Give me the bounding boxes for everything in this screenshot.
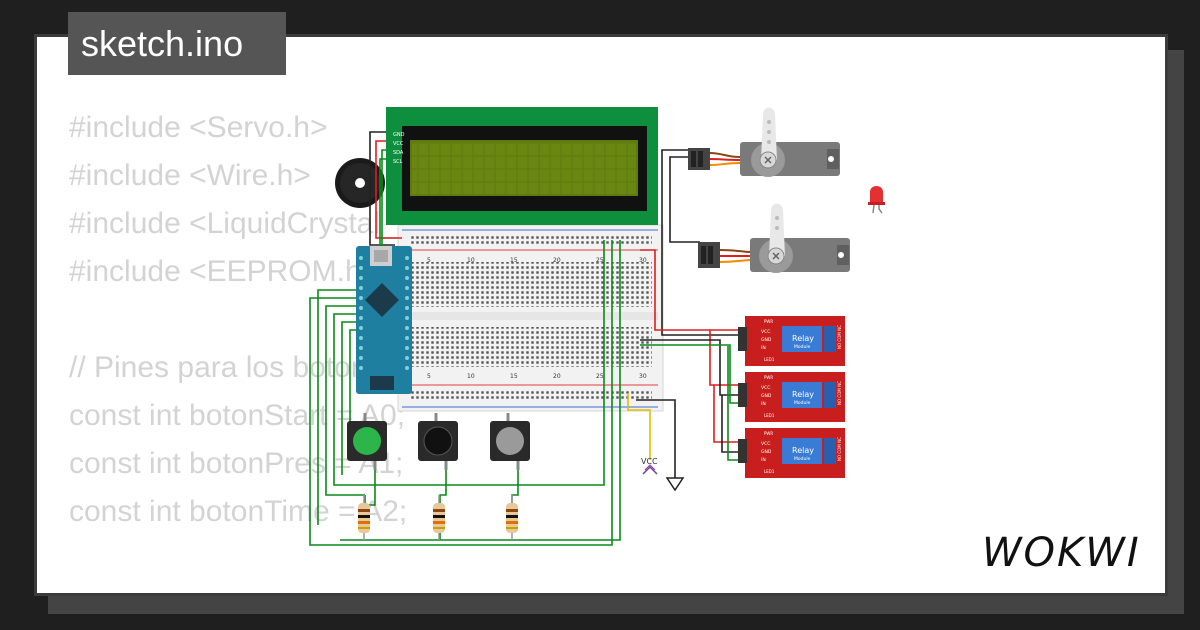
servo-motor[interactable] [688,107,840,178]
relay-pin-label: GND [761,337,772,343]
relay-title: Relay [792,334,814,343]
relay-terminal-label: NO COM NC [837,437,842,461]
relay-pin-label: VCC [761,329,770,335]
lcd-pin-label: SDA [393,150,404,156]
breadboard-number: 15 [510,373,518,380]
relay-led-label: PWR [764,431,773,436]
relay-title: Relay [792,446,814,455]
relay-module[interactable]: Relay Module VCC GND IN PWR LED1 NO COM … [738,372,845,422]
relay-led-label: LED1 [764,469,775,474]
relay-pin-label: GND [761,449,772,455]
breadboard-number: 25 [596,373,604,380]
breadboard-number: 5 [427,257,431,264]
relay-pin-label: VCC [761,441,770,447]
code-line: #include <Servo.h> [69,111,328,144]
wires [309,131,745,546]
relay-title: Relay [792,390,814,399]
wokwi-logo: WOKWI [982,530,1141,576]
resistor[interactable] [506,495,518,540]
relay-subtitle: Module [794,456,811,462]
breadboard-number: 15 [510,257,518,264]
resistor[interactable] [433,495,445,540]
breadboard[interactable]: 5 10 15 20 25 30 5 10 15 20 25 30 [397,224,664,412]
arduino-nano[interactable] [356,246,412,394]
push-button-black[interactable] [418,413,458,470]
servo-motor[interactable] [698,203,850,274]
relay-module[interactable]: Relay Module VCC GND IN PWR LED1 NO COM … [738,316,845,366]
relay-pin-label: IN [761,401,766,407]
breadboard-number: 20 [553,373,561,380]
buzzer[interactable] [335,158,385,208]
breadboard-number: 20 [553,257,561,264]
relay-pin-label: VCC [761,385,770,391]
lcd-display[interactable]: GND VCC SDA SCL [386,107,658,225]
sketch-filename: sketch.ino [81,23,244,64]
vcc-symbol: VCC [641,457,658,475]
relay-led-label: PWR [764,375,773,380]
relay-pin-label: IN [761,457,766,463]
relay-led-label: LED1 [764,357,775,362]
breadboard-number: 10 [467,373,475,380]
breadboard-number: 10 [467,257,475,264]
relay-terminal-label: NO COM NC [837,325,842,349]
sketch-filename-tag: sketch.ino [68,12,286,75]
lcd-pin-label: GND [393,132,405,138]
relay-led-label: LED1 [764,413,775,418]
code-line: const int botonStart = A0; [69,399,406,432]
code-line: const int botonPres = A1; [69,447,404,480]
relay-led-label: PWR [764,319,773,324]
breadboard-number: 5 [427,373,431,380]
breadboard-number: 25 [596,257,604,264]
push-button-green[interactable] [347,413,387,470]
relay-subtitle: Module [794,344,811,350]
breadboard-number: 30 [639,373,647,380]
vcc-label: VCC [641,457,658,466]
relay-subtitle: Module [794,400,811,406]
resistor[interactable] [358,495,370,540]
code-line: #include <EEPROM.h> [69,255,380,288]
breadboard-number: 30 [639,257,647,264]
relay-module[interactable]: Relay Module VCC GND IN PWR LED1 NO COM … [738,428,845,478]
push-button-gray[interactable] [490,413,530,470]
wokwi-wordmark: WOKWI [982,530,1141,576]
relay-terminal-label: NO COM NC [837,381,842,405]
relay-pin-label: IN [761,345,766,351]
lcd-pin-label: VCC [393,141,404,147]
relay-pin-label: GND [761,393,772,399]
red-led[interactable] [868,186,885,214]
code-line: #include <Wire.h> [69,159,311,192]
ground-symbol [665,477,685,492]
lcd-pin-label: SCL [393,159,403,165]
